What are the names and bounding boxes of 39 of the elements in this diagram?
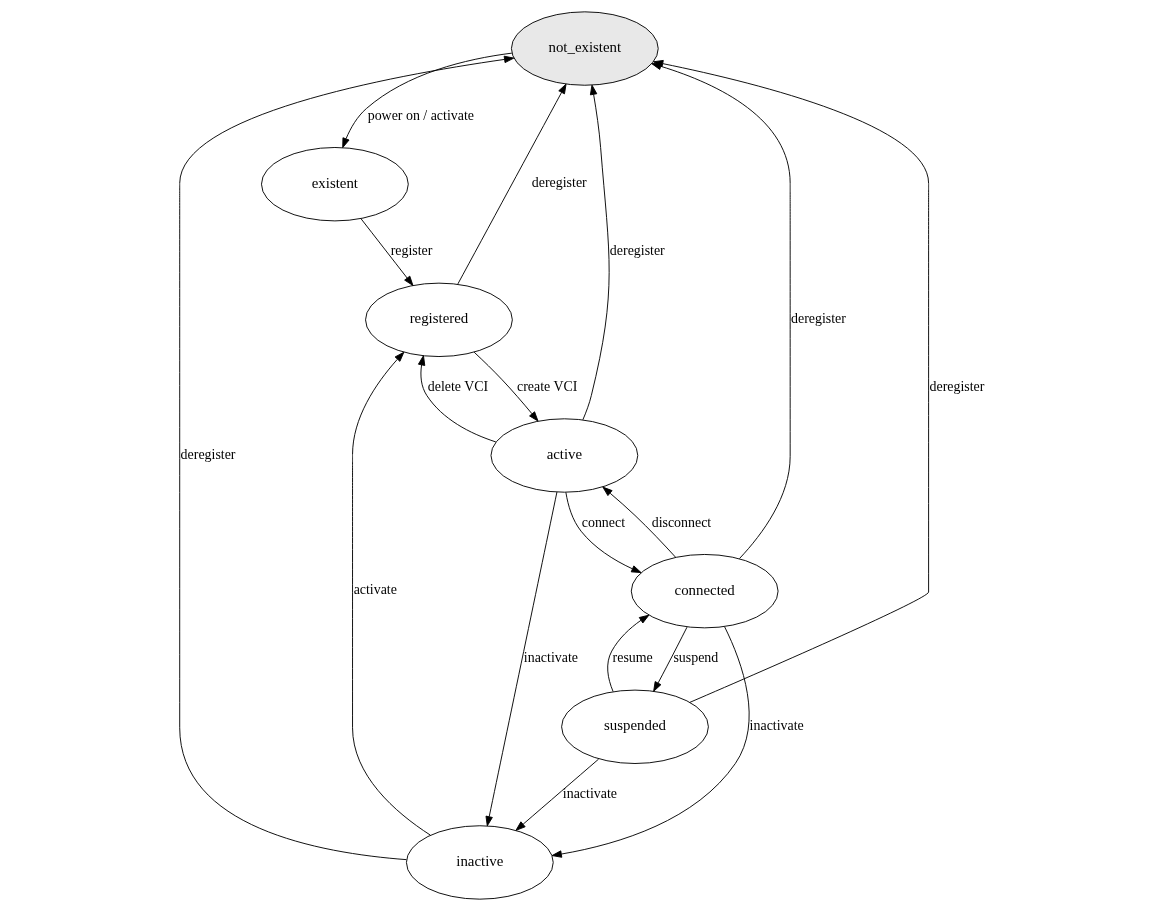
arrow bbox=[417, 355, 497, 443]
arrow bbox=[360, 218, 414, 286]
edge-label: connect bbox=[581, 514, 626, 530]
edge-label: activate bbox=[353, 582, 397, 598]
arrow bbox=[457, 83, 567, 285]
node-ellipse: active bbox=[490, 418, 639, 493]
edge-label: delete VCI bbox=[427, 378, 489, 394]
arrow bbox=[515, 758, 600, 831]
edge-label: deregister bbox=[609, 243, 665, 259]
edge-label: register bbox=[390, 243, 433, 259]
edge-label: inactivate bbox=[562, 785, 617, 801]
edge-label: create VCI bbox=[516, 378, 578, 394]
edge-label: deregister bbox=[929, 378, 985, 394]
edge-label: deregister bbox=[791, 311, 846, 327]
arrow bbox=[551, 626, 750, 858]
arrow bbox=[582, 84, 610, 421]
edge-label: inactivate bbox=[749, 718, 804, 734]
arrow bbox=[602, 486, 677, 558]
edge-label: suspend bbox=[673, 650, 719, 666]
node-ellipse: not_existent bbox=[510, 11, 659, 86]
edge-label: disconnect bbox=[651, 514, 712, 530]
edge-label: deregister bbox=[180, 446, 236, 462]
node-ellipse: inactive bbox=[405, 825, 554, 900]
edge-label: power on / activate bbox=[367, 107, 474, 123]
arrow bbox=[473, 351, 539, 422]
arrow bbox=[653, 626, 688, 692]
node-ellipse: registered bbox=[365, 282, 513, 357]
node-ellipse: suspended bbox=[561, 689, 709, 764]
arrow bbox=[485, 491, 558, 827]
edge-label: resume bbox=[612, 650, 653, 666]
arrow bbox=[342, 52, 513, 149]
arrow bbox=[651, 62, 791, 560]
arrow bbox=[607, 614, 650, 693]
node-ellipse: existent bbox=[261, 147, 409, 222]
arrow bbox=[565, 491, 642, 574]
edge-label: deregister bbox=[531, 175, 587, 191]
arrow bbox=[179, 55, 515, 861]
edge-label: inactivate bbox=[523, 650, 578, 666]
arrow bbox=[352, 351, 431, 836]
